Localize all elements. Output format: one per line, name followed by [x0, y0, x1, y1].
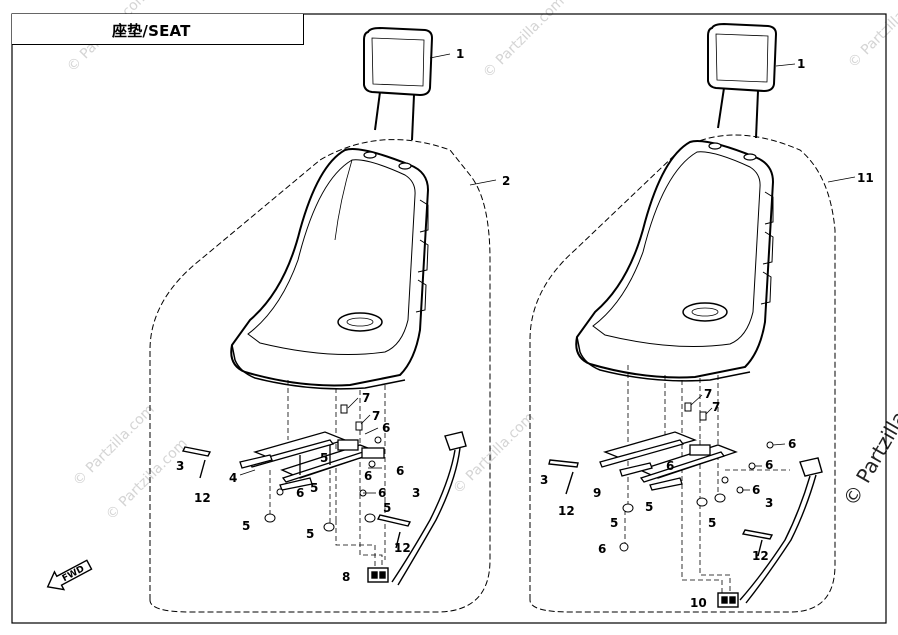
callout-label: 6: [296, 486, 304, 500]
seat-slides: [239, 431, 385, 491]
callout-label: 3: [412, 486, 420, 500]
title-box: [12, 14, 304, 45]
callout-label: 5: [310, 481, 318, 495]
callout-label: 5: [708, 516, 716, 530]
callout-label: 9: [593, 486, 601, 500]
seat: [575, 140, 775, 382]
callout-lines: [690, 63, 856, 491]
fwd-arrow: FWD: [46, 559, 93, 591]
callout-label: 6: [666, 459, 674, 473]
assembly-boundary: [149, 139, 491, 613]
callout-label: 2: [502, 174, 510, 188]
callout-label: 3: [176, 459, 184, 473]
callout-label: 6: [378, 486, 386, 500]
left-assembly: 1 2 3 12 4 6 7 7 6 5 6 5 6 5 5 3 12 8 5 …: [149, 26, 510, 613]
callout-label: 6: [382, 421, 390, 435]
callout-label: 8: [342, 570, 350, 584]
callout-label: 5: [320, 451, 328, 465]
callout-label: 5: [242, 519, 250, 533]
callout-lines: [239, 53, 497, 494]
callout-label: 12: [394, 541, 411, 555]
callout-label: 12: [558, 504, 575, 518]
headrest: [707, 22, 778, 139]
fasteners: [619, 402, 774, 552]
seat-belt: [548, 457, 823, 608]
callout-label: 7: [362, 391, 370, 405]
callout-label: 6: [598, 542, 606, 556]
callout-label: 6: [765, 458, 773, 472]
seat-slides: [599, 431, 738, 491]
callout-label: 7: [712, 400, 720, 414]
callout-label: 5: [383, 501, 391, 515]
callout-label: 5: [306, 527, 314, 541]
assembly-boundary: [529, 134, 836, 613]
callout-label: 7: [372, 409, 380, 423]
callout-label: 3: [765, 496, 773, 510]
frame: [11, 13, 887, 624]
headrest: [363, 26, 434, 141]
right-assembly: 1 11 7 7 6 3 12 9 6 6 5 6 5 5 3 12 6 10: [529, 22, 874, 613]
callout-label: 6: [396, 464, 404, 478]
callout-label: 1: [797, 57, 805, 71]
callout-label: 5: [610, 516, 618, 530]
callout-label: 7: [704, 387, 712, 401]
callout-label: 1: [456, 47, 464, 61]
callout-label: 6: [752, 483, 760, 497]
callout-label: 6: [364, 469, 372, 483]
callout-label: 11: [857, 171, 874, 185]
callout-label: 12: [752, 549, 769, 563]
page-title: 座垫/SEAT: [112, 22, 191, 40]
callout-label: 3: [540, 473, 548, 487]
callout-label: 6: [788, 437, 796, 451]
seat: [230, 148, 430, 390]
seat-belt: [181, 431, 467, 586]
callout-label: 10: [690, 596, 707, 610]
callout-label: 12: [194, 491, 211, 505]
leader-lines: [624, 365, 790, 598]
callout-label: 4: [229, 471, 237, 485]
callout-label: 5: [645, 500, 653, 514]
